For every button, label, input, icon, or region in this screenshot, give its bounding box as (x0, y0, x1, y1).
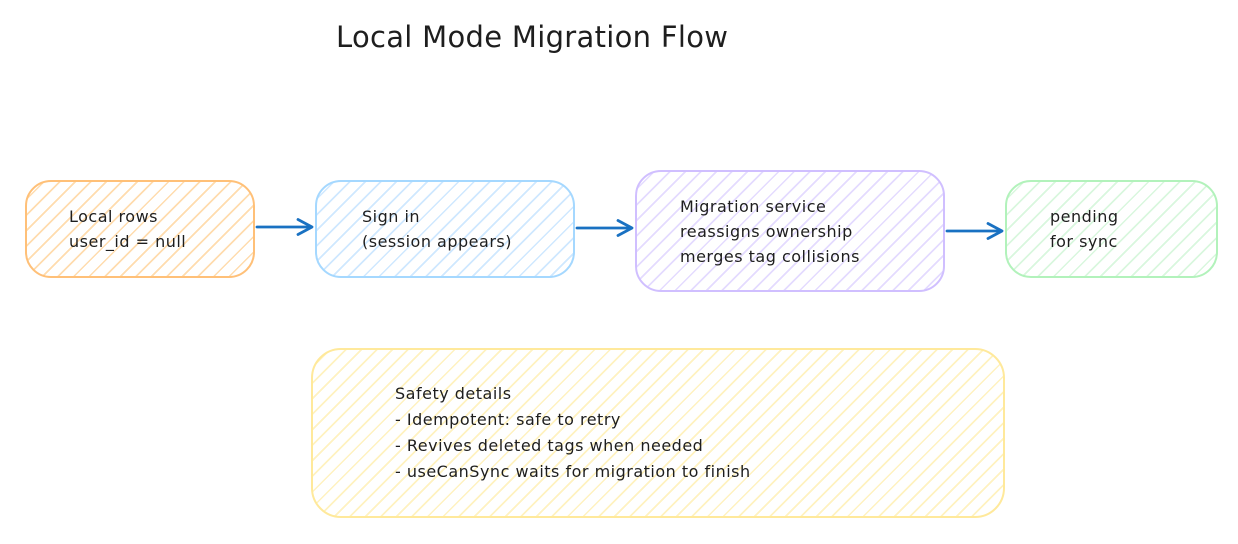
node-line: pending (1050, 207, 1119, 226)
arrow-local-rows-to-sign-in (255, 218, 314, 236)
flow-node-sign-in: Sign in (session appears) (315, 180, 575, 278)
flow-node-pending-for-sync: pending for sync (1005, 180, 1218, 278)
note-line: Safety details (395, 384, 512, 403)
note-line: - Revives deleted tags when needed (395, 436, 704, 455)
note-line: - useCanSync waits for migration to fini… (395, 462, 751, 481)
node-line: Sign in (362, 207, 421, 226)
node-line: for sync (1050, 232, 1118, 251)
node-line: merges tag collisions (680, 246, 860, 266)
safety-details-note: Safety details - Idempotent: safe to ret… (311, 348, 1005, 518)
node-line: Migration service (680, 196, 827, 216)
arrow-sign-in-to-migration (575, 219, 634, 237)
node-line: Local rows (69, 207, 158, 226)
flow-node-migration-service: Migration service reassigns ownership me… (635, 170, 945, 292)
node-line: user_id = null (69, 232, 187, 251)
flow-node-local-rows: Local rows user_id = null (25, 180, 255, 278)
arrow-migration-to-pending (945, 222, 1004, 240)
diagram-title: Local Mode Migration Flow (336, 20, 729, 54)
node-line: reassigns ownership (680, 221, 853, 241)
node-line: (session appears) (362, 232, 512, 251)
note-line: - Idempotent: safe to retry (395, 410, 621, 429)
